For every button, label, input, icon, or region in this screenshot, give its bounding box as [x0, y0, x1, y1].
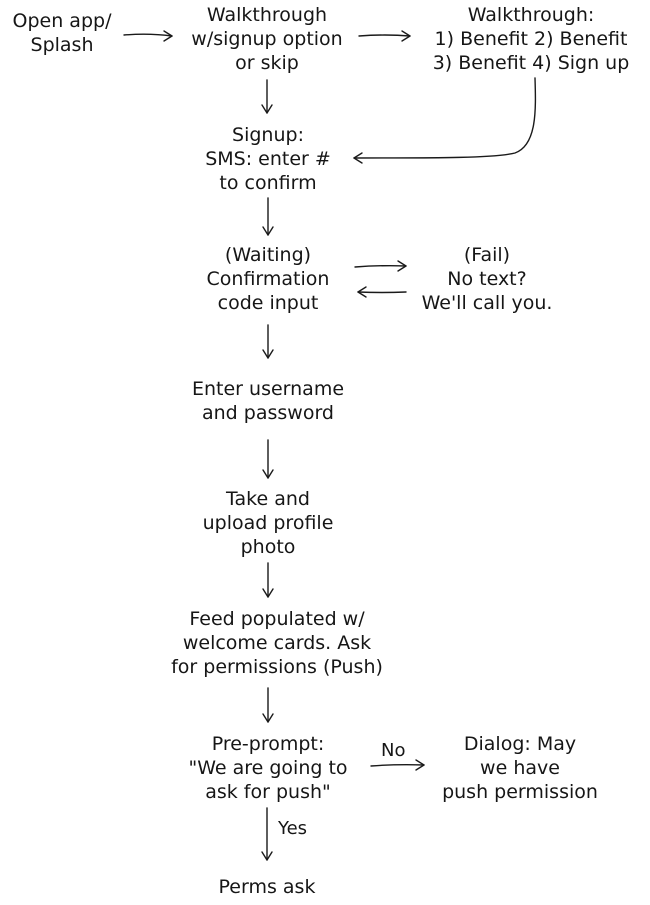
edge-walkthrough-to-walkthrough-steps: [358, 30, 411, 42]
node-feed-line: Feed populated w/: [189, 608, 365, 630]
edge-fail-to-confirmation: [357, 286, 407, 298]
node-perms-ask: Perms ask: [219, 875, 316, 899]
edge-feed-to-preprompt: [262, 687, 274, 723]
node-photo: Take and upload profile photo: [203, 487, 334, 559]
node-preprompt-line: Pre-prompt:: [211, 733, 325, 755]
edge-splash-to-walkthrough: [123, 30, 173, 42]
connector-line: [353, 77, 537, 159]
edge-signup-to-confirmation: [262, 197, 274, 236]
connector-line: [357, 291, 407, 294]
node-confirmation: (Waiting) Confirmation code input: [207, 243, 330, 315]
node-dialog: Dialog: May we have push permission: [442, 732, 598, 804]
node-preprompt: Pre-prompt: "We are going to ask for pus…: [188, 732, 347, 804]
node-splash-line: Splash: [30, 34, 94, 56]
node-fail-line: We'll call you.: [421, 292, 553, 314]
node-walkthrough-line: or skip: [235, 52, 299, 74]
node-walkthrough: Walkthrough w/signup option or skip: [191, 3, 342, 75]
node-signup-line: Signup:: [232, 124, 304, 146]
arrowhead-icon: [262, 226, 274, 236]
node-photo-line: upload profile: [202, 512, 334, 534]
edge-confirmation-to-credentials: [262, 324, 274, 359]
node-signup: Signup: SMS: enter # to confirm: [205, 123, 331, 195]
node-confirmation-line: Confirmation: [206, 268, 330, 290]
edge-label-yes: Yes: [278, 818, 308, 839]
arrowhead-icon: [163, 30, 173, 42]
node-walkthrough-line: Walkthrough: [206, 4, 328, 26]
arrowhead-icon: [262, 349, 274, 359]
node-walkthrough-steps-line: 3) Benefit 4) Sign up: [432, 52, 630, 74]
node-signup-line: SMS: enter #: [205, 148, 331, 170]
node-photo-line: Take and: [226, 488, 310, 510]
arrowhead-icon: [415, 759, 425, 771]
arrowhead-icon: [353, 152, 363, 164]
node-fail: (Fail) No text? We'll call you.: [422, 243, 553, 315]
edge-walkthrough-steps-to-signup: [353, 77, 537, 164]
edge-walkthrough-to-signup: [261, 79, 273, 114]
node-dialog-line: Dialog: May: [463, 733, 577, 755]
node-confirmation-line: code input: [217, 292, 319, 314]
arrowhead-icon: [261, 851, 273, 861]
node-photo-line: photo: [240, 536, 296, 558]
node-fail-line: (Fail): [463, 244, 511, 266]
node-feed-line: for permissions (Push): [171, 656, 383, 678]
connector-line: [358, 34, 411, 37]
edge-preprompt-to-perms-ask: [261, 807, 273, 861]
connector-line: [370, 763, 425, 767]
node-walkthrough-steps: Walkthrough: 1) Benefit 2) Benefit 3) Be…: [433, 3, 630, 75]
node-credentials: Enter username and password: [192, 377, 344, 425]
node-dialog-line: push permission: [442, 781, 598, 803]
edge-confirmation-to-fail: [354, 260, 407, 272]
node-dialog-line: we have: [480, 757, 560, 779]
node-credentials-line: Enter username: [191, 378, 345, 400]
node-fail-line: No text?: [447, 268, 527, 290]
node-walkthrough-steps-line: Walkthrough:: [467, 4, 595, 26]
arrowhead-icon: [397, 260, 407, 272]
node-signup-line: to confirm: [219, 172, 317, 194]
edge-credentials-to-photo: [262, 439, 274, 479]
arrowhead-icon: [261, 104, 273, 114]
arrowhead-icon: [401, 30, 411, 42]
edge-label-no: No: [381, 740, 406, 761]
node-preprompt-line: ask for push": [205, 781, 331, 803]
node-confirmation-line: (Waiting): [224, 244, 312, 266]
node-walkthrough-line: w/signup option: [191, 28, 343, 50]
arrowhead-icon: [357, 286, 367, 298]
arrowhead-icon: [262, 713, 274, 723]
edge-photo-to-feed: [262, 562, 274, 598]
node-credentials-line: and password: [202, 402, 334, 424]
node-feed-line: welcome cards. Ask: [182, 632, 372, 654]
connector-line: [123, 33, 173, 37]
connector-line: [354, 264, 407, 268]
node-splash-line: Open app/: [12, 10, 112, 32]
arrowhead-icon: [262, 588, 274, 598]
edge-preprompt-to-dialog: [370, 759, 425, 771]
arrowhead-icon: [262, 469, 274, 479]
node-perms-ask-line: Perms ask: [218, 876, 316, 898]
node-splash: Open app/ Splash: [13, 9, 112, 57]
node-walkthrough-steps-line: 1) Benefit 2) Benefit: [434, 28, 628, 50]
node-feed: Feed populated w/ welcome cards. Ask for…: [171, 607, 383, 679]
node-preprompt-line: "We are going to: [188, 757, 348, 779]
